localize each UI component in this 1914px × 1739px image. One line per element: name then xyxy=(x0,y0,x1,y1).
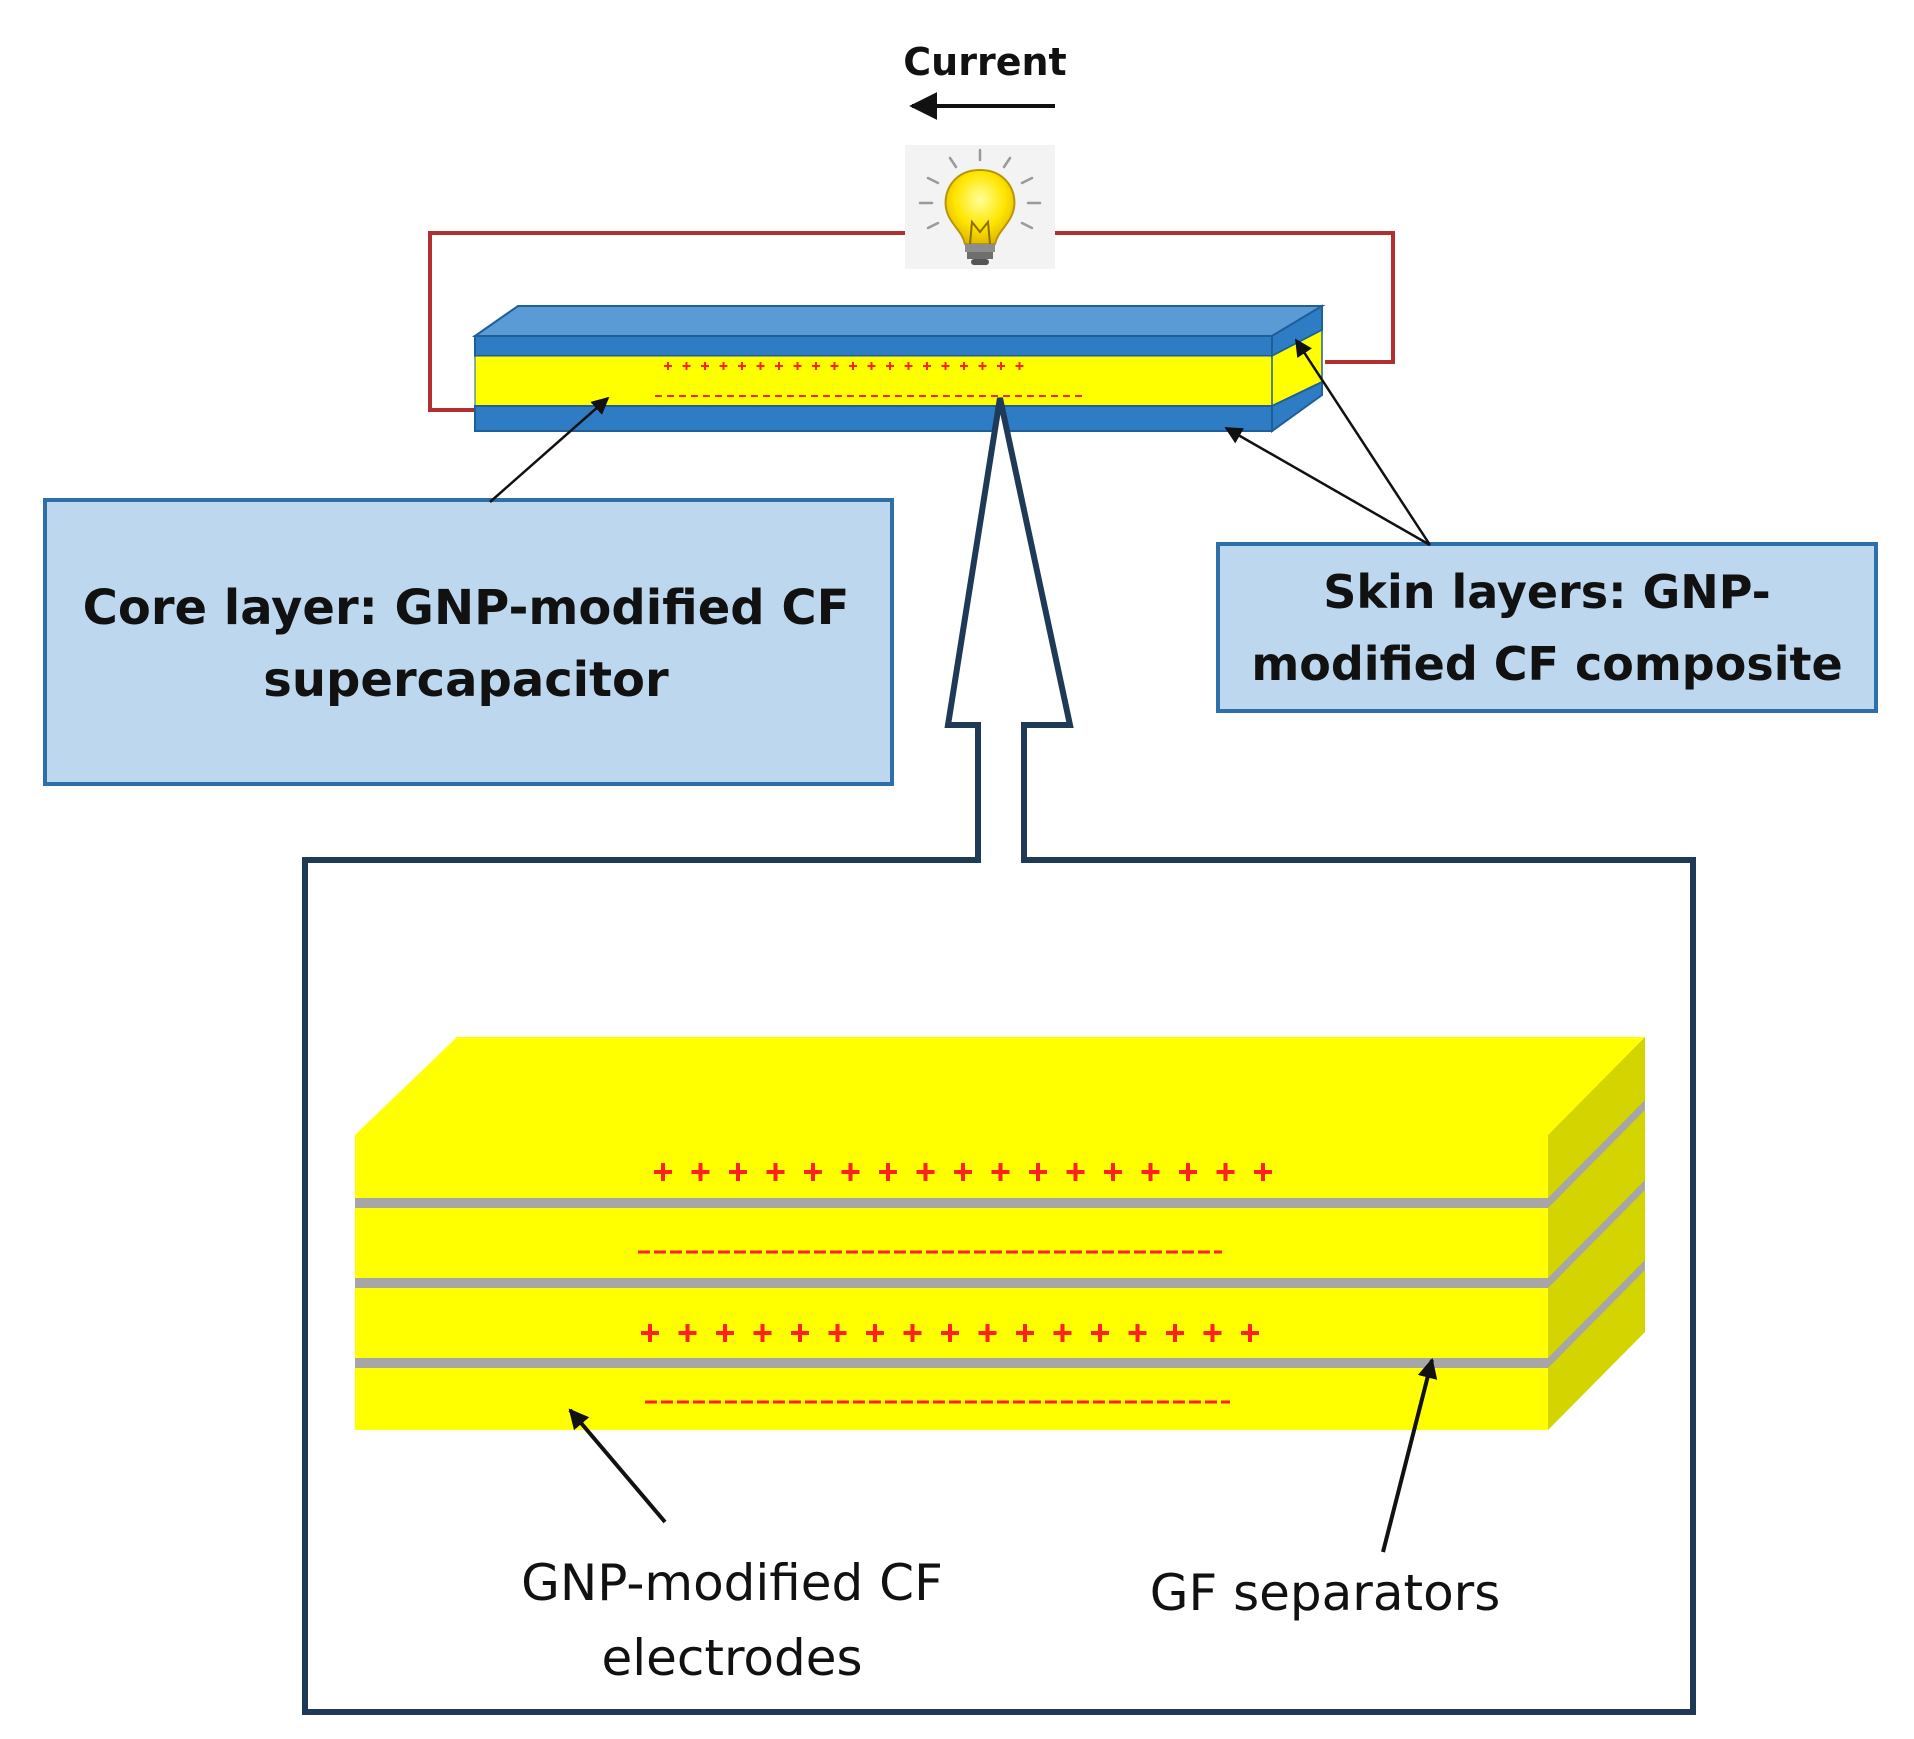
core-pointer-arrow xyxy=(489,396,610,503)
separators-pointer-arrow xyxy=(1381,1358,1438,1553)
electrodes-label-line2: electrodes xyxy=(601,1629,862,1687)
separator-1 xyxy=(355,1198,1548,1208)
light-bulb-icon xyxy=(905,145,1055,269)
wire-left xyxy=(428,231,905,412)
separators-label: GF separators xyxy=(1150,1564,1501,1622)
top-positive-charges xyxy=(664,362,1024,370)
wire-right xyxy=(1055,231,1395,364)
electrodes-label-line1: GNP-modified CF xyxy=(521,1554,943,1612)
separator-3 xyxy=(355,1358,1548,1368)
electrodes-pointer-arrow xyxy=(568,1408,667,1524)
skin-pointer-arrow-lower xyxy=(1224,426,1431,547)
core-label-line1: Core layer: GNP-modified CF xyxy=(83,580,850,636)
core-layer xyxy=(474,355,1273,407)
skin-pointer-arrow-upper xyxy=(1294,338,1432,546)
current-label: Current xyxy=(903,40,1066,84)
expanded-laminate xyxy=(355,1037,1645,1430)
separator-2 xyxy=(355,1278,1548,1288)
skin-label-line2: modified CF composite xyxy=(1251,637,1842,691)
skin-label-box xyxy=(1216,542,1878,713)
core-label-line2: supercapacitor xyxy=(263,652,669,708)
skin-label-line1: Skin layers: GNP- xyxy=(1323,565,1771,619)
core-label-box xyxy=(43,498,894,786)
laminate-top xyxy=(471,304,1326,433)
expanded-charges xyxy=(638,1163,1272,1404)
